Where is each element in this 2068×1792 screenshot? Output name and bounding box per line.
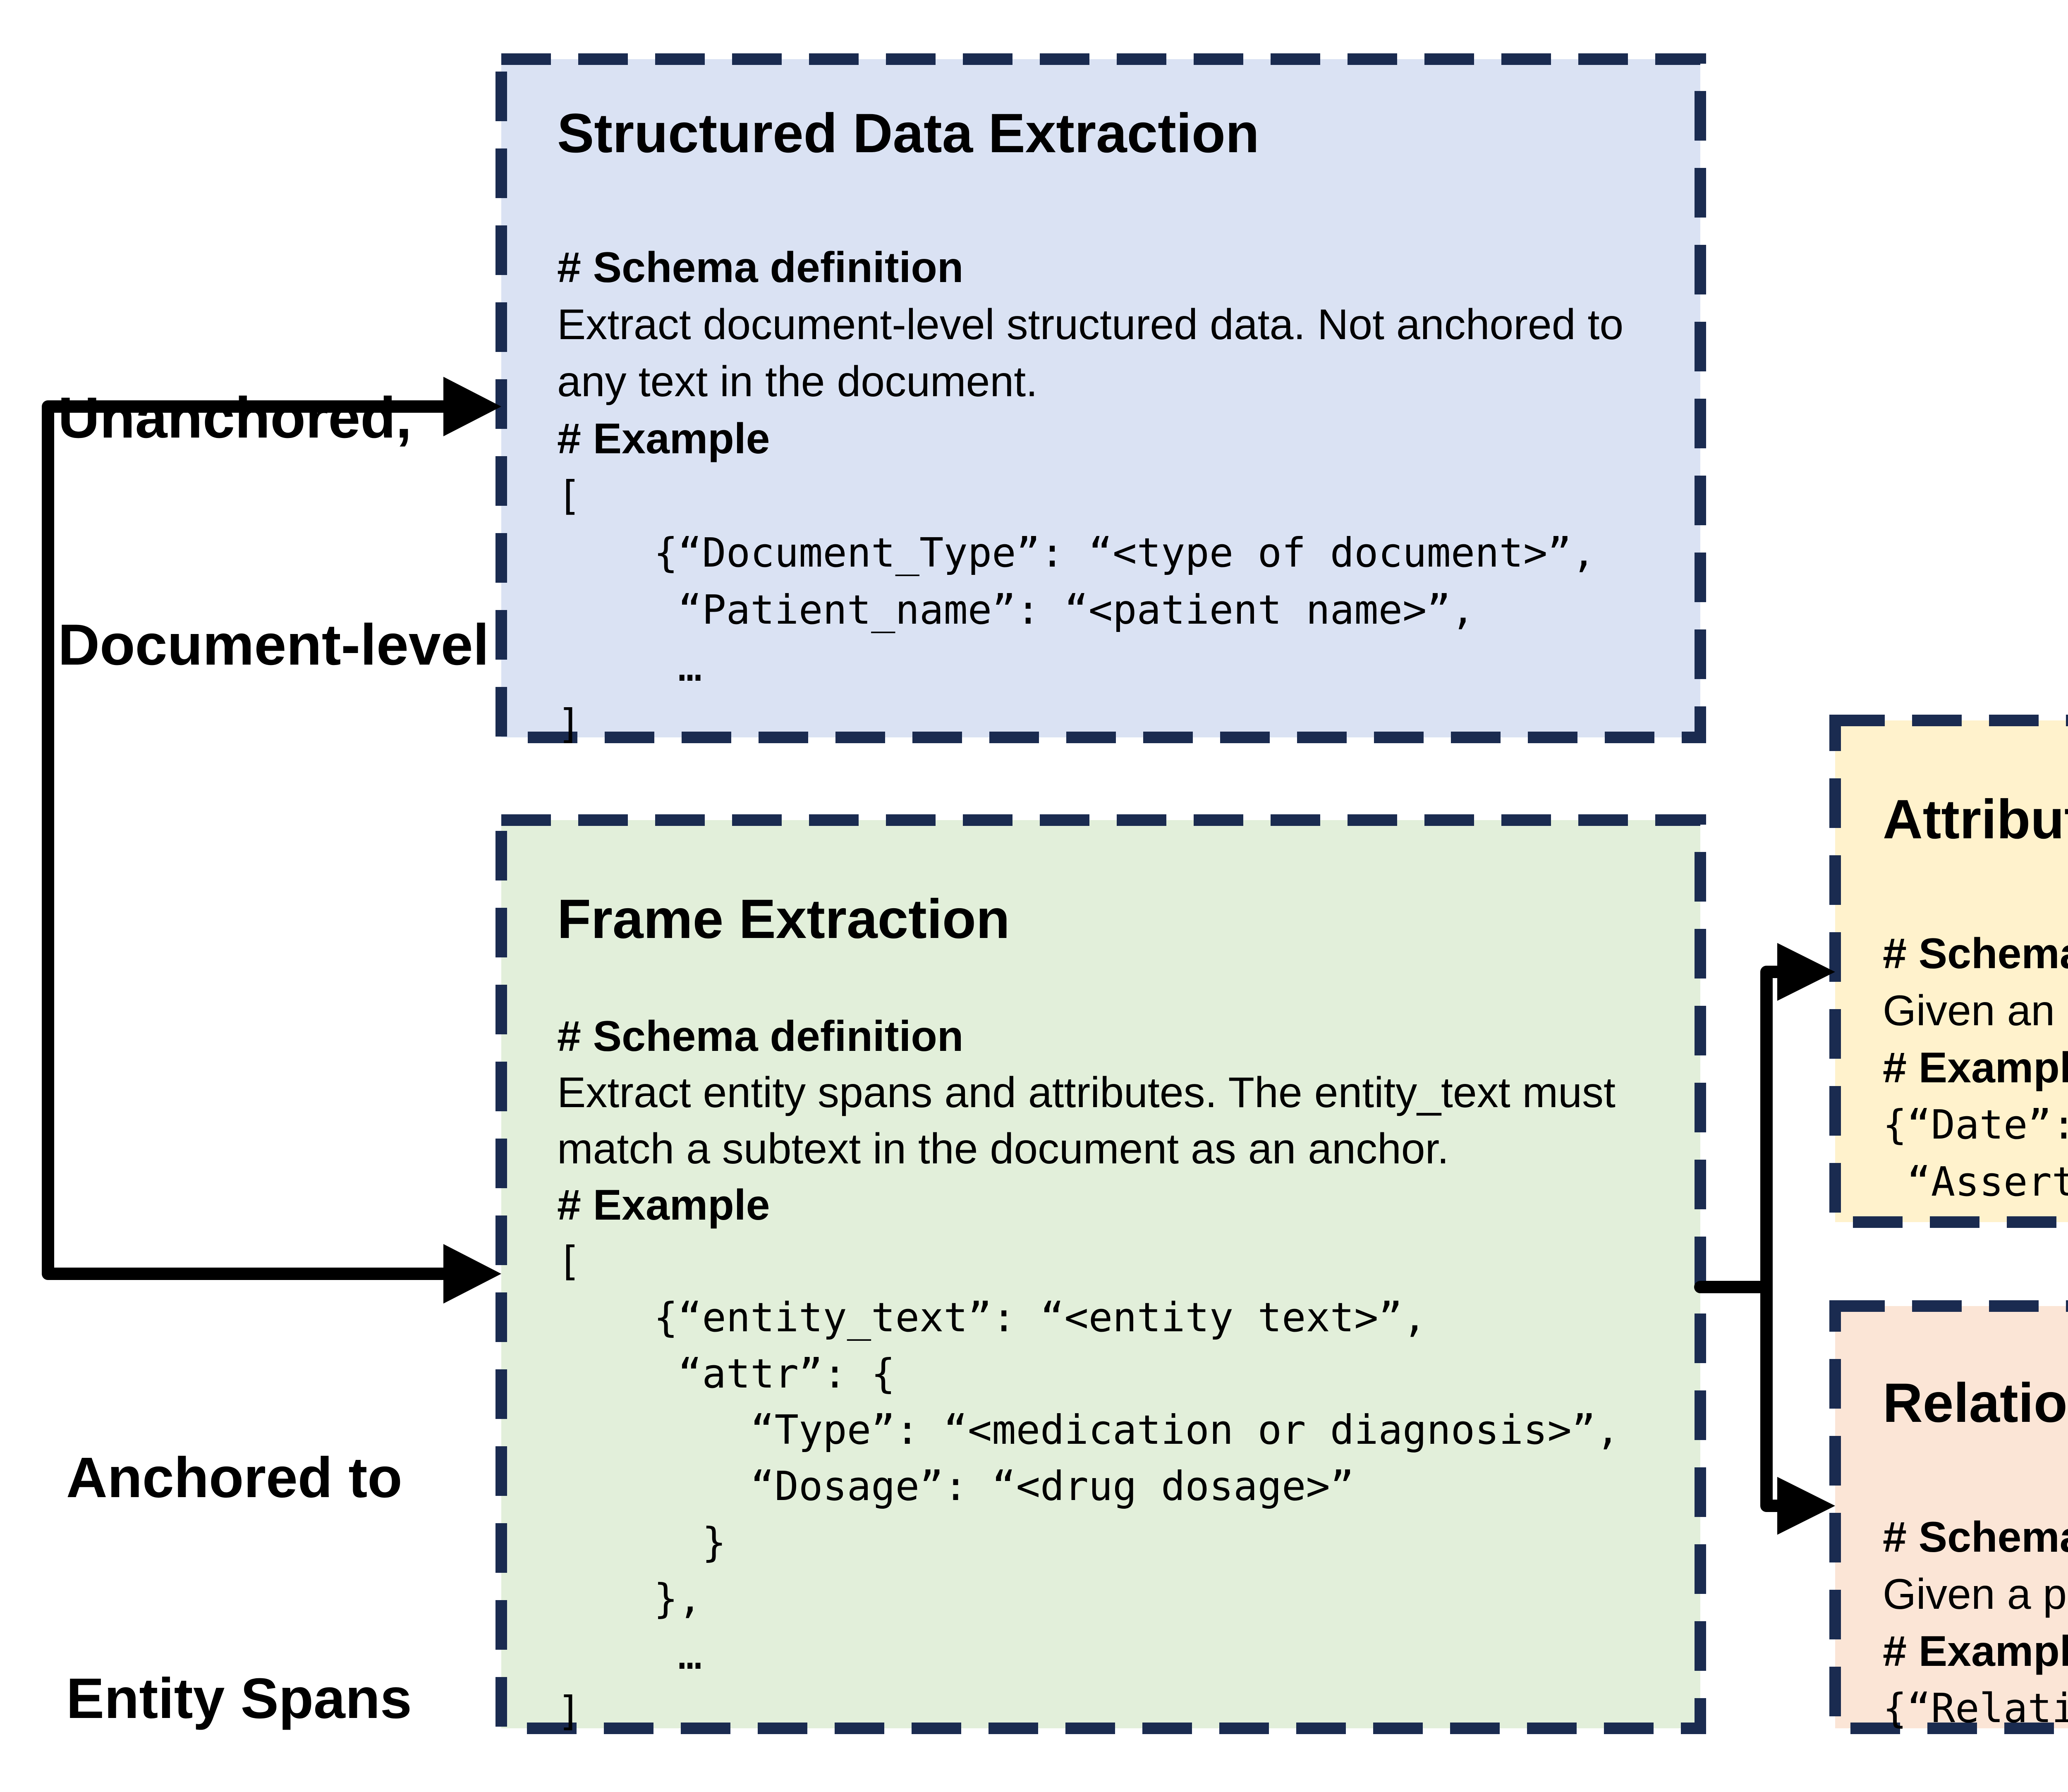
- panel-body: # Schema definition Given a pair of enti…: [1883, 1509, 2068, 1737]
- schema-description-line: Extract entity spans and attributes. The…: [557, 1069, 1616, 1117]
- panel-title: Attribute Extraction: [1883, 789, 2068, 850]
- panel-body: # Schema definition Extract entity spans…: [557, 1008, 1684, 1739]
- anchored-label-line2: Entity Spans: [66, 1667, 412, 1730]
- panel-body: # Schema definition Extract document-lev…: [557, 239, 1684, 753]
- attribute-extraction-box: [1829, 715, 2068, 1228]
- example-heading: # Example: [1883, 1044, 2068, 1092]
- branch-connector: [1694, 966, 1797, 1512]
- arrowhead-to-frame-icon: [443, 1244, 501, 1304]
- code-line: {“entity_text”: “<entity text>”,: [557, 1294, 1427, 1341]
- code-line: “Patient_name”: “<patient name>”,: [557, 586, 1475, 633]
- example-heading: # Example: [1883, 1627, 2068, 1675]
- code-line: …: [557, 644, 702, 690]
- panel-title: Relation Extraction: [1883, 1372, 2068, 1434]
- frame-extraction-panel: Frame Extraction # Schema definition Ext…: [501, 820, 1700, 1735]
- code-line: [: [557, 472, 582, 519]
- relation-extraction-box: [1829, 1300, 2068, 1734]
- code-line: …: [557, 1632, 702, 1678]
- attribute-extraction-panel: Attribute Extraction # Schema definition…: [1835, 720, 2068, 1222]
- code-line: ]: [557, 1688, 582, 1735]
- example-heading: # Example: [557, 1181, 770, 1229]
- unanchored-label-line1: Unanchored,: [58, 385, 412, 450]
- code-line: “Dosage”: “<drug dosage>”: [557, 1463, 1355, 1510]
- schema-definition-heading: # Schema definition: [557, 1012, 964, 1060]
- structured-data-extraction-box: [495, 53, 1706, 743]
- arrowhead-to-attribute-icon: [1777, 943, 1835, 1001]
- panel-title: Structured Data Extraction: [557, 103, 1259, 164]
- relation-extraction-panel: Relation Extraction # Schema definition …: [1835, 1306, 2068, 1732]
- frame-extraction-box: [495, 814, 1706, 1734]
- code-line: {“Relation”: “<True or False>”}: [1883, 1685, 2068, 1732]
- unanchored-document-level-label: Unanchored, Document-level: [58, 228, 489, 834]
- structured-data-extraction-panel: Structured Data Extraction # Schema defi…: [501, 59, 1700, 747]
- code-line: {“Date”: “<Prescribed date>”,: [1883, 1101, 2068, 1148]
- code-line: “attr”: {: [557, 1350, 895, 1397]
- schema-definition-heading: # Schema definition: [1883, 930, 2068, 978]
- example-heading: # Example: [557, 415, 770, 463]
- schema-definition-heading: # Schema definition: [557, 244, 964, 292]
- arrowhead-to-structured-icon: [443, 377, 501, 436]
- schema-definition-heading: # Schema definition: [1883, 1513, 2068, 1561]
- schema-description-line: match a subtext in the document as an an…: [557, 1125, 1449, 1173]
- schema-description-line: any text in the document.: [557, 358, 1038, 406]
- code-line: “Assertion”: “<presence/absence>”}: [1907, 1158, 2068, 1205]
- arrowhead-to-relation-icon: [1777, 1477, 1835, 1535]
- unanchored-label-line2: Document-level: [58, 612, 489, 677]
- schema-description-line: Extract document-level structured data. …: [557, 301, 1624, 349]
- code-line: }: [557, 1519, 726, 1566]
- left-elbow-connector: [42, 400, 455, 1280]
- anchored-label-line1: Anchored to: [66, 1446, 402, 1510]
- anchored-entity-spans-label: Anchored to Entity Spans: [66, 1294, 412, 1792]
- code-line: “Type”: “<medication or diagnosis>”,: [557, 1407, 1620, 1453]
- schema-description-line: Given a pair of entities, assign their r…: [1883, 1570, 2068, 1618]
- code-line: },: [557, 1575, 702, 1622]
- panel-title: Frame Extraction: [557, 888, 1010, 950]
- schema-description-line: Given an entity, extract its attributes.: [1883, 987, 2068, 1035]
- panel-body: # Schema definition Given an entity, ext…: [1883, 925, 2068, 1211]
- code-line: {“Document_Type”: “<type of document>”,: [557, 529, 1596, 576]
- code-line: [: [557, 1238, 582, 1285]
- code-line: ]: [557, 701, 582, 747]
